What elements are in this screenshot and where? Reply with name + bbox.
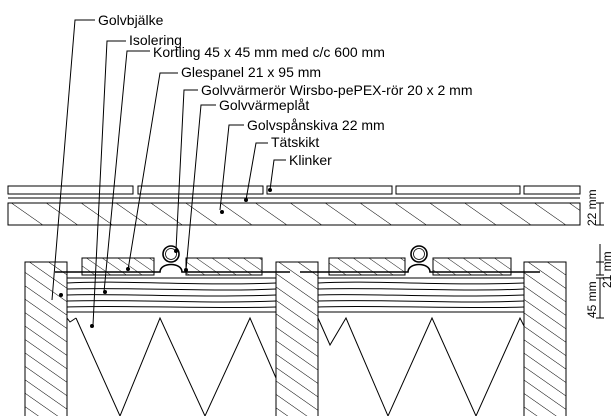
leader-lines xyxy=(51,19,286,326)
leader-dots xyxy=(59,188,272,328)
label-tatskikt: Tätskikt xyxy=(271,134,319,150)
label-glespanel: Glespanel 21 x 95 mm xyxy=(181,64,321,80)
golvspanskiva-board xyxy=(7,202,581,226)
klinker-tiles xyxy=(7,185,581,195)
kortling-nogging xyxy=(66,277,525,313)
glespanel-battens xyxy=(81,257,512,276)
label-golvvarmeror: Golvvärmerör Wirsbo-pePEX-rör 20 x 2 mm xyxy=(201,82,473,98)
dimension-45mm: 45 mm xyxy=(585,281,599,318)
label-klinker: Klinker xyxy=(289,152,332,168)
dimension-21mm: 21 mm xyxy=(600,251,614,288)
isolering-insulation xyxy=(66,316,525,416)
golvbjalke-joists xyxy=(24,261,567,416)
dimension-marks xyxy=(596,202,604,319)
label-golvvarmeplat: Golvvärmeplåt xyxy=(219,97,309,113)
label-kortling: Kortling 45 x 45 mm med c/c 600 mm xyxy=(153,44,385,60)
label-golvspanskiva: Golvspånskiva 22 mm xyxy=(247,117,385,133)
label-golvbjalke: Golvbjälke xyxy=(98,12,164,28)
golvvarmeplat-plates xyxy=(55,263,540,273)
dimension-22mm: 22 mm xyxy=(585,189,599,226)
label-isolering: Isolering xyxy=(129,32,182,48)
